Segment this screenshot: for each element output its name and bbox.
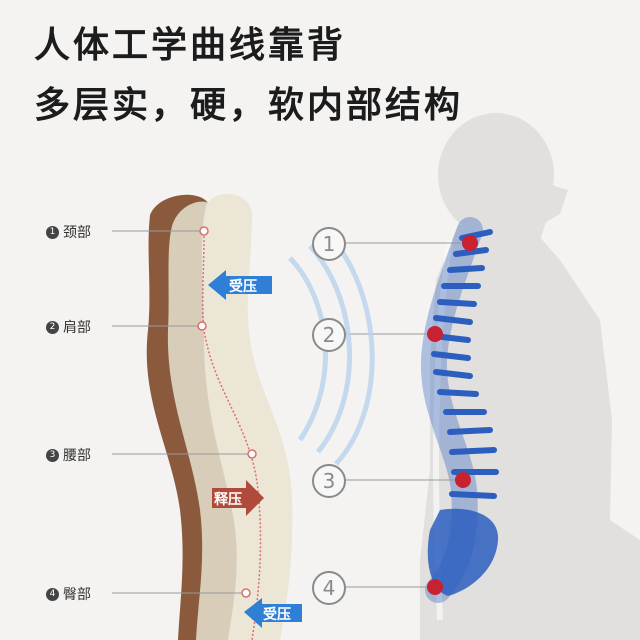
- zone-text-waist: 腰部: [63, 448, 91, 464]
- cushion-soft-layer: [201, 193, 293, 640]
- zone-number-4: 4: [46, 587, 59, 601]
- spine-marker-3: 3: [312, 464, 346, 498]
- spine-dot-4: [427, 579, 443, 595]
- zone-number-2: 2: [46, 320, 59, 334]
- press-tag-top: 受压: [229, 279, 257, 295]
- zone-leader-lines: [112, 230, 252, 594]
- spine-marker-4: 4: [312, 571, 346, 605]
- press-arrow-top: [208, 270, 272, 300]
- headline-line-1: 人体工学曲线靠背: [34, 25, 347, 66]
- zone-label-waist: 3 腰部: [46, 445, 91, 465]
- spine: [420, 217, 499, 603]
- release-tag-middle: 释压: [214, 492, 242, 508]
- zone-text-hip: 臀部: [63, 587, 91, 603]
- spine-dot-1: [462, 235, 478, 251]
- zone-number-3: 3: [46, 448, 59, 462]
- zone-number-1: 1: [46, 225, 59, 239]
- zone-text-shoulder: 肩部: [63, 320, 91, 336]
- spine-dot-2: [427, 326, 443, 342]
- spine-marker-1: 1: [312, 227, 346, 261]
- release-arrow-middle: [212, 480, 264, 516]
- zone-label-shoulder: 2 肩部: [46, 317, 91, 337]
- zone-label-hip: 4 臀部: [46, 584, 91, 604]
- headline-line-2: 多层实，硬，软内部结构: [34, 85, 464, 126]
- press-arrow-bottom: [244, 598, 302, 628]
- zone-label-neck: 1 颈部: [46, 222, 91, 242]
- zone-text-neck: 颈部: [63, 225, 91, 241]
- press-tag-bottom: 受压: [263, 607, 291, 623]
- spine-leader-lines: [344, 242, 470, 588]
- spine-marker-dots: [427, 235, 478, 595]
- cushion-zone-points: [197, 226, 257, 598]
- cushion-red-edge: [201, 231, 262, 640]
- spine-marker-2: 2: [312, 318, 346, 352]
- spine-dot-3: [455, 472, 471, 488]
